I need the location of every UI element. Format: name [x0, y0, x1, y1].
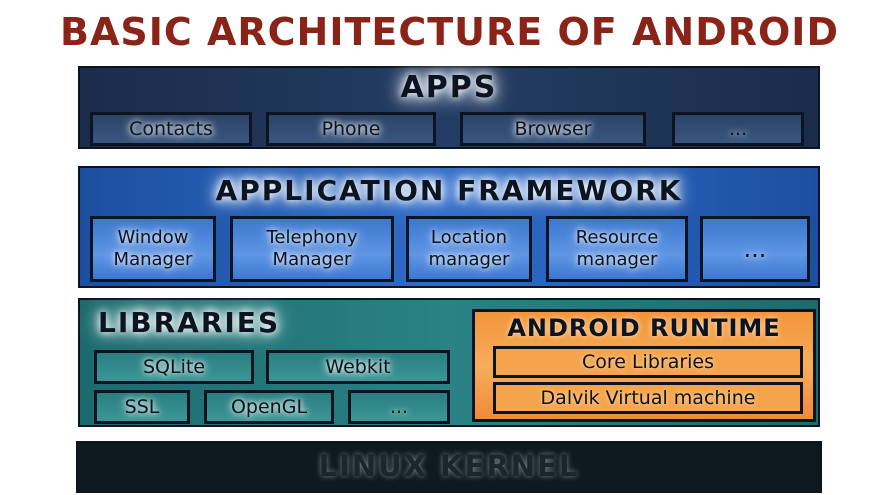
- diagram-title: BASIC ARCHITECTURE OF ANDROID: [60, 10, 839, 54]
- android-runtime-title: ANDROID RUNTIME: [507, 314, 781, 342]
- runtime-dalvik-vm: Dalvik Virtual machine: [493, 382, 803, 414]
- kernel-layer-title: LINUX KERNEL: [318, 449, 580, 483]
- library-ssl: SSL: [94, 390, 190, 424]
- library-sqlite: SQLite: [94, 350, 254, 384]
- linux-kernel-layer: LINUX KERNEL: [76, 441, 822, 493]
- libraries-layer: LIBRARIES SQLite Webkit SSL OpenGL ... A…: [78, 298, 820, 427]
- app-browser: Browser: [460, 112, 646, 146]
- framework-more: ...: [700, 216, 810, 282]
- framework-item-line2: Manager: [113, 249, 193, 270]
- library-webkit: Webkit: [266, 350, 450, 384]
- framework-layer-title: APPLICATION FRAMEWORK: [215, 174, 683, 207]
- android-runtime-block: ANDROID RUNTIME Core Libraries Dalvik Vi…: [472, 309, 816, 422]
- apps-layer-title: APPS: [400, 70, 498, 105]
- app-more: ...: [672, 112, 804, 146]
- framework-item-line2: manager: [576, 249, 658, 270]
- runtime-core-libraries: Core Libraries: [493, 346, 803, 378]
- apps-layer: APPS Contacts Phone Browser ...: [78, 66, 820, 149]
- framework-item-line1: Location: [430, 227, 508, 248]
- framework-item-line1: Resource: [575, 227, 659, 248]
- libraries-layer-title: LIBRARIES: [98, 306, 281, 339]
- app-contacts: Contacts: [90, 112, 252, 146]
- app-phone: Phone: [266, 112, 436, 146]
- framework-item-line2: Manager: [272, 249, 352, 270]
- framework-item-line2: manager: [428, 249, 510, 270]
- framework-item-line1: Window: [117, 227, 189, 248]
- library-more: ...: [348, 390, 450, 424]
- framework-item-line1: Telephony: [266, 227, 358, 248]
- library-opengl: OpenGL: [204, 390, 334, 424]
